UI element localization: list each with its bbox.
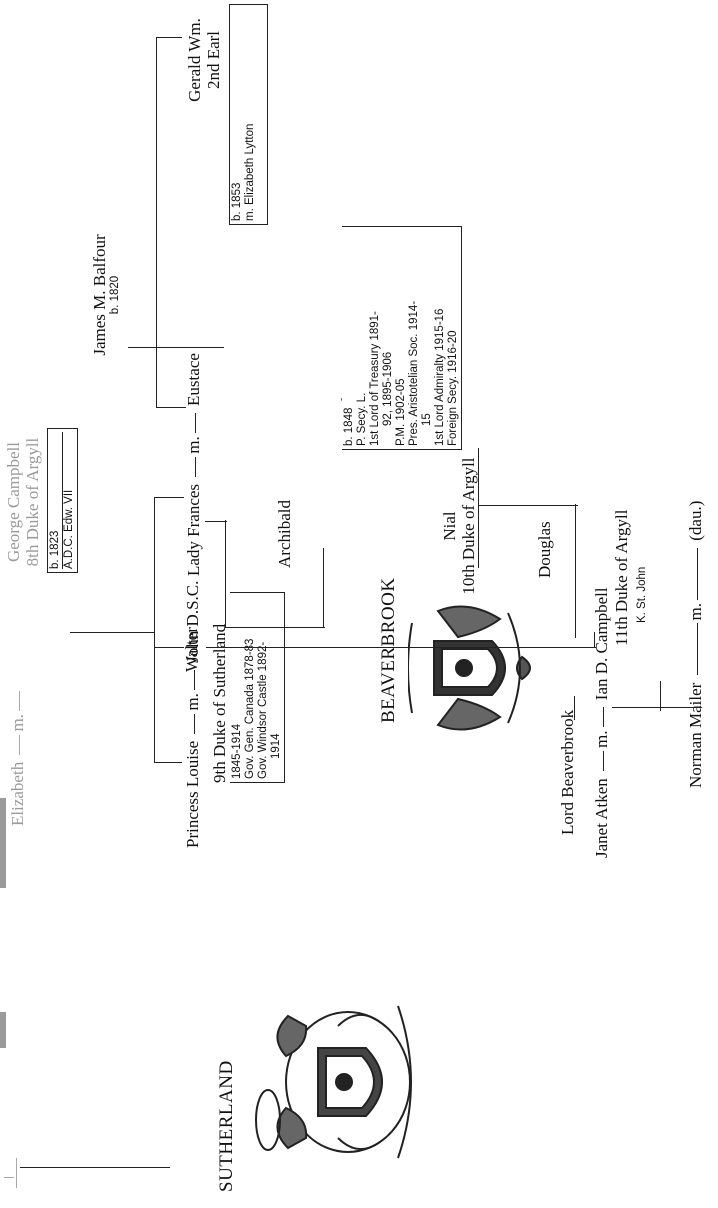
marriage-dash: [696, 547, 698, 600]
ian-title: 11th Duke of Argyll: [612, 509, 631, 646]
gerald-title: 2nd Earl: [204, 30, 223, 90]
eustace: Eustace: [184, 353, 203, 406]
arthur-box-line: 1st Lord Admiralty 1915-16: [434, 308, 446, 446]
arthur-box-line: 92, 1895-1906: [382, 351, 394, 426]
connector-line: [478, 505, 578, 506]
arthur-box-line: b. 1848: [343, 407, 355, 446]
douglas: Douglas: [535, 521, 554, 578]
connector-line: [225, 520, 226, 628]
john-box-line: 1914: [270, 733, 282, 759]
janet-atken: Janet Atken: [592, 778, 611, 858]
marriage-dash: [696, 623, 698, 676]
gerald-box-line: b. 1853: [231, 182, 243, 221]
connector-line: [612, 707, 702, 708]
james-name: James M. Balfour: [90, 234, 109, 356]
john-box: 1845-1914 Gov. Gen. Canada 1878-83 Gov. …: [230, 592, 285, 783]
gerald-box: b. 1853 m. Elizabeth Lytton: [229, 4, 268, 225]
elizabeth-row: Elizabeth m.: [8, 688, 27, 826]
connector-line: [154, 762, 182, 763]
john-box-line: 1845-1914: [231, 724, 243, 779]
connector-line: [4, 1177, 14, 1178]
marriage-dash: [193, 670, 195, 691]
connector-line: [20, 1167, 170, 1168]
connector-line: [594, 632, 595, 648]
george-box: b. 1823 A.D.C. Edw. VII: [47, 428, 78, 573]
george-title: 8th Duke of Argyll: [23, 437, 42, 567]
connector-line: [660, 681, 661, 711]
arthur-box-line: 1st Lord of Treasury 1891-: [369, 311, 381, 446]
lady-frances: Lady Frances: [184, 483, 203, 576]
arthur-box-line: 15: [421, 413, 433, 426]
marriage-dash: [18, 734, 20, 755]
gerald-box-line: m. Elizabeth Lytton: [244, 123, 256, 221]
arthur-box-line: Foreign Secy. 1916-20: [447, 330, 459, 447]
arthur-box-line: P.M. 1902-05: [395, 378, 407, 446]
george-name: George Campbell: [4, 441, 23, 563]
arthur-box-line: Pres. Aristotelian Soc. 1914-: [408, 300, 420, 446]
george-box-line: A.D.C. Edw. VII: [63, 489, 75, 569]
connector-line: [154, 647, 184, 648]
beaverbrook-label: BEAVERBROOK: [378, 577, 399, 723]
connector-line: [156, 38, 157, 408]
marriage-label: m.: [8, 714, 27, 732]
frances-eustace-row: Lady Frances m. Eustace: [184, 353, 203, 576]
norman-mailer: Norman Mailer: [686, 682, 705, 788]
connector-line: [156, 37, 182, 38]
connector-line: [205, 521, 227, 522]
marriage-label: m.: [592, 730, 611, 748]
gerald-name: Gerald Wm.: [185, 18, 204, 102]
connector-line: [478, 448, 479, 568]
marriage-dash: [194, 456, 196, 477]
connector-line: [323, 548, 324, 628]
connector-line: [206, 647, 596, 648]
marriage-dash: [194, 413, 196, 434]
sutherland-label: SUTHERLAND: [216, 1060, 237, 1192]
beaverbrook-lord: Lord Beaverbrook: [558, 709, 577, 835]
arthur-box-line: P. Secy. L.: [356, 392, 368, 446]
marriage-dash: [193, 713, 195, 734]
marriage-dash: [18, 691, 20, 712]
connector-line: [70, 632, 154, 633]
george-campbell: George Campbell 8th Duke of Argyll: [4, 402, 42, 602]
marriage-label: m.: [686, 602, 705, 621]
top-bar-fragment: [0, 798, 6, 888]
ian-note: K. St. John: [636, 566, 648, 623]
george-box-line: b. 1823: [49, 432, 63, 569]
james-birth: b. 1820: [109, 275, 121, 315]
louise-john-row: Princess Louise m. John D.S.C.: [183, 581, 202, 848]
norman-row: Norman Mailer m. (dau.): [686, 501, 705, 788]
john-box-line: Gov. Gen. Canada 1878-83: [244, 638, 256, 779]
top-bar-fragment: [0, 1012, 6, 1048]
connector-line: [154, 498, 155, 763]
janet-ian-row: Janet Atken m. Ian D. Campbell: [592, 587, 611, 858]
marriage-label: m.: [184, 436, 203, 454]
marriage-dash: [602, 707, 604, 728]
connector-line: [575, 504, 576, 638]
beaverbrook-crest-icon: [408, 605, 531, 731]
princess-louise: Princess Louise: [183, 740, 202, 848]
gerald: Gerald Wm. 2nd Earl: [185, 0, 223, 120]
dau: (dau.): [686, 500, 705, 541]
archibald: Archibald: [275, 500, 294, 568]
connector-line: [154, 497, 184, 498]
walter: Walter: [182, 627, 201, 672]
sutherland-crest-icon: [255, 1005, 412, 1159]
connector-line: [16, 1158, 17, 1188]
connector-line: [128, 347, 224, 348]
james-balfour: James M. Balfour b. 1820: [90, 222, 122, 368]
marriage-dash: [602, 750, 604, 771]
arthur-box: b. 1848 P. Secy. L. 1st Lord of Treasury…: [342, 226, 462, 450]
connector-line: [574, 696, 575, 720]
john-box-line: Gov. Windsor Castle 1892-: [257, 641, 269, 779]
marriage-label: m.: [183, 693, 202, 711]
connector-line: [225, 627, 325, 628]
elizabeth-name: Elizabeth: [8, 761, 27, 826]
connector-line: [156, 407, 186, 408]
